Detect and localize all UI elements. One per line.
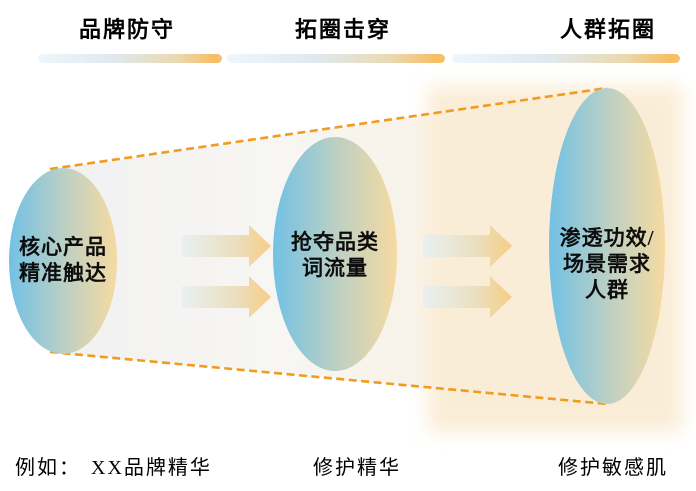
stage-label-line: 抢夺品类	[291, 230, 379, 254]
example-text: 修护精华	[313, 457, 401, 479]
stage-header-3: 人群拓圈	[559, 17, 657, 42]
header-underline-2	[227, 54, 445, 63]
stage-ellipse-3	[549, 88, 665, 404]
arrow-icon	[423, 276, 512, 318]
example-text: XX品牌精华	[91, 457, 212, 479]
cone-dashed-top-line	[49, 86, 608, 171]
stage-label-line: 精准触达	[19, 261, 107, 285]
example-text: 修护敏感肌	[558, 457, 668, 479]
header-underline-1	[38, 54, 222, 63]
stage-ellipse-label-3: 渗透功效/ 场景需求 人群	[560, 225, 655, 303]
example-caption-3: 修护敏感肌	[558, 451, 668, 480]
stage-header-2: 拓圈击穿	[294, 17, 392, 42]
stage-ellipse-label-2: 抢夺品类 词流量	[291, 229, 379, 281]
stage-ellipse-label-1: 核心产品 精准触达	[19, 234, 107, 286]
arrow-icon	[182, 276, 271, 318]
stage-label-line: 场景需求	[563, 252, 651, 276]
stage-header-1: 品牌防守	[78, 17, 176, 42]
arrow-icon	[423, 225, 512, 267]
stage-ellipse-2	[273, 137, 397, 371]
example-caption-2: 修护精华	[313, 451, 401, 480]
arrow-icon	[182, 225, 271, 267]
example-caption-1: 例如： XX品牌精华	[15, 451, 212, 480]
stage-label-line: 词流量	[302, 256, 368, 280]
stage-label-line: 核心产品	[19, 235, 107, 259]
header-underline-3	[452, 54, 680, 63]
stage-ellipse-1	[9, 168, 117, 354]
stage-label-line: 人群	[585, 278, 629, 302]
cone-dashed-bottom-line	[49, 350, 608, 406]
example-prefix: 例如：	[15, 457, 81, 479]
stage-label-line: 渗透功效/	[559, 226, 655, 250]
